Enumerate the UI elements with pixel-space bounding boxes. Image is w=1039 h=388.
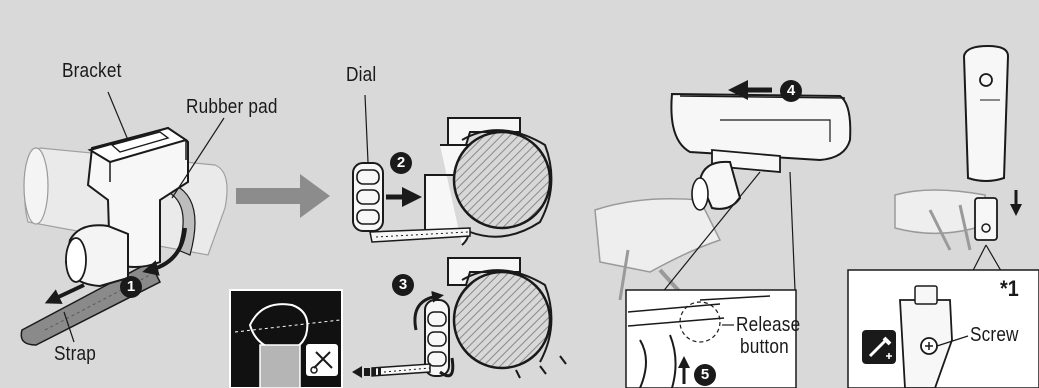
label-button: button — [740, 336, 789, 359]
trim-strap-inset — [230, 290, 342, 388]
label-strap: Strap — [54, 343, 96, 366]
label-release: Release — [736, 314, 800, 337]
step-5-badge: 5 — [694, 364, 716, 386]
label-rubber-pad: Rubber pad — [186, 96, 278, 119]
step-4-badge: 4 — [780, 80, 802, 102]
label-dial: Dial — [346, 64, 376, 87]
note-mark: *1 — [1000, 276, 1019, 302]
step-2-badge: 2 — [390, 152, 412, 174]
label-bracket: Bracket — [62, 60, 122, 83]
label-screw: Screw — [970, 324, 1019, 347]
step-1-badge: 1 — [120, 276, 142, 298]
step-3-badge: 3 — [392, 274, 414, 296]
